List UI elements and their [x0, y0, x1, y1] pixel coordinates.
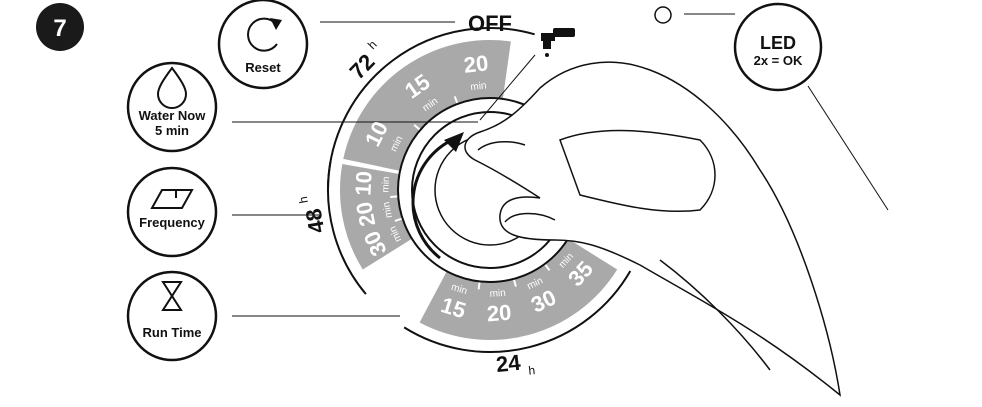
segment-tick	[512, 278, 517, 287]
water-now-button[interactable]: Water Now 5 min	[126, 61, 218, 153]
segment-unit: min	[489, 288, 506, 300]
band-24h-period-unit: h	[528, 363, 536, 378]
band-48h-period-label: 48	[301, 207, 330, 235]
run-time-label: Run Time	[143, 325, 202, 340]
band-72h-segment-band	[343, 39, 511, 171]
segment-tick	[413, 124, 421, 131]
band-24h-segment-band	[419, 238, 618, 340]
band-72h-period-unit: h	[365, 38, 380, 53]
faucet-pointer-line	[479, 54, 536, 121]
hourglass-icon	[161, 281, 183, 311]
segment-tick	[453, 96, 459, 105]
water-now-title: Water Now	[139, 108, 207, 123]
segment-unit: min	[450, 282, 469, 297]
water-now-subtitle: 5 min	[155, 123, 189, 138]
band-48h-period-arc	[327, 161, 367, 295]
band-24h-period-label: 24	[495, 350, 523, 378]
frequency-calendar-icon	[150, 189, 194, 209]
segment-value: 20	[486, 300, 512, 327]
run-time-button[interactable]: Run Time	[126, 270, 218, 362]
led-title: LED	[760, 33, 796, 53]
step-badge: 7	[36, 3, 84, 51]
cable-line	[807, 85, 889, 211]
segment-unit: min	[470, 80, 487, 93]
band-72h-period-arc	[327, 27, 535, 191]
reset-label: Reset	[245, 60, 281, 75]
faucet-icon	[541, 28, 575, 57]
led-callout: LED 2x = OK	[733, 2, 823, 92]
step-number: 7	[53, 15, 66, 42]
segment-value: 10	[350, 170, 376, 196]
hand-illustration	[464, 61, 842, 397]
dial-bands	[340, 39, 618, 340]
reset-button[interactable]: Reset	[217, 0, 309, 90]
reset-arrow-icon	[247, 17, 282, 52]
band-24h-period-arc	[403, 270, 632, 353]
callout-lines	[232, 13, 889, 317]
frequency-button[interactable]: Frequency	[126, 166, 218, 258]
segment-tick	[390, 195, 399, 198]
off-label: OFF	[468, 11, 512, 36]
band-48h-period-unit: h	[296, 195, 311, 204]
segment-tick	[543, 263, 551, 271]
frequency-label: Frequency	[139, 215, 206, 230]
segment-value: 20	[462, 50, 489, 78]
segment-tick	[477, 281, 481, 290]
segment-tick	[394, 217, 403, 222]
band-48h-segment-band	[340, 163, 412, 270]
led-indicator-icon	[654, 6, 672, 24]
rotation-arrow-icon	[411, 132, 464, 260]
band-72h-period-label: 72	[345, 49, 380, 84]
step-badge-circle	[36, 3, 84, 51]
segment-unit: min	[381, 201, 395, 219]
segment-unit: min	[380, 176, 392, 193]
period-arcs	[327, 27, 632, 353]
led-subtitle: 2x = OK	[754, 53, 803, 68]
water-drop-icon	[156, 66, 188, 109]
segment-value: 20	[351, 200, 380, 229]
